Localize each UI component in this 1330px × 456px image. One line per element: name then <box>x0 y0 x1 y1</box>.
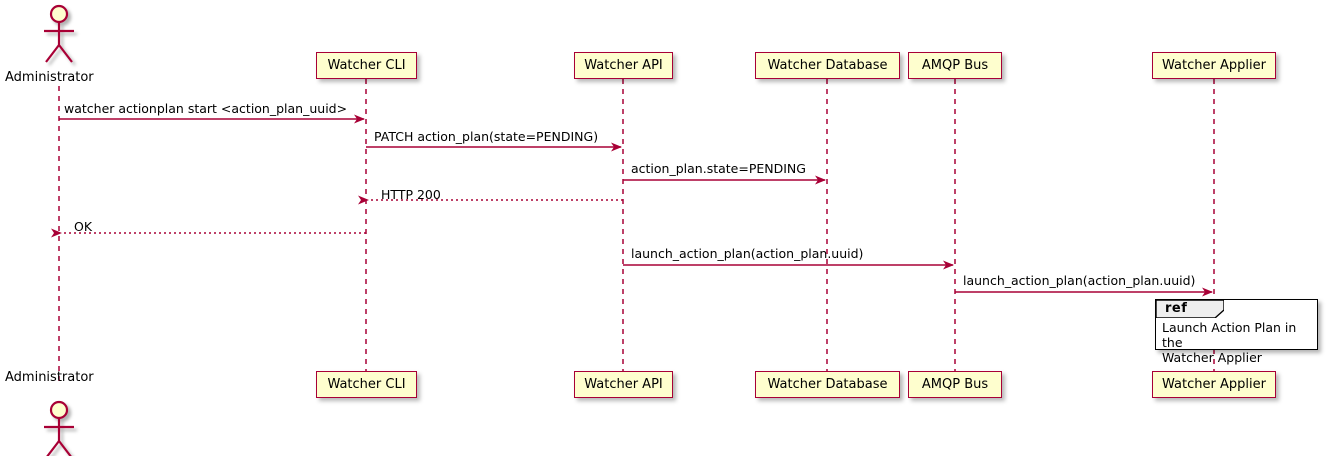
fragment-operator-label: ref <box>1165 301 1188 316</box>
participant-box-watcher-applier-bottom[interactable]: Watcher Applier <box>1152 371 1276 398</box>
participant-box-watcher-database-bottom[interactable]: Watcher Database <box>755 371 900 398</box>
participant-box-amqp-bus-bottom[interactable]: AMQP Bus <box>908 371 1002 398</box>
participant-box-watcher-applier-top[interactable]: Watcher Applier <box>1152 52 1276 79</box>
actor-leg-left <box>46 440 60 456</box>
actor-figures-group <box>44 4 74 456</box>
actor-leg-left <box>45 44 60 63</box>
fragment-tab-shape <box>1156 300 1224 318</box>
participant-box-watcher-cli-top[interactable]: Watcher CLI <box>316 52 417 79</box>
actor-label-administrator-bottom: Administrator <box>5 370 94 385</box>
message-arrows-group <box>51 114 1213 297</box>
actor-leg-right <box>58 440 72 456</box>
message-label-msg-launch-action-plan-api-to-bus: launch_action_plan(action_plan.uuid) <box>631 246 864 261</box>
participant-box-amqp-bus-top[interactable]: AMQP Bus <box>908 52 1002 79</box>
actor-label-administrator-top: Administrator <box>5 70 94 85</box>
message-label-msg-ok: OK <box>74 219 93 234</box>
actor-figure-administrator-top <box>44 4 74 63</box>
participant-box-watcher-api-bottom[interactable]: Watcher API <box>574 371 673 398</box>
message-label-msg-patch-action-plan: PATCH action_plan(state=PENDING) <box>374 129 599 144</box>
participant-box-watcher-database-top[interactable]: Watcher Database <box>755 52 900 79</box>
participant-box-watcher-api-top[interactable]: Watcher API <box>574 52 673 79</box>
participant-box-watcher-cli-bottom[interactable]: Watcher CLI <box>316 371 417 398</box>
message-label-msg-http-200: HTTP 200 <box>381 187 441 202</box>
actor-head <box>49 4 69 24</box>
actor-leg-right <box>58 44 73 63</box>
message-label-msg-launch-action-plan-bus-to-applier: launch_action_plan(action_plan.uuid) <box>963 273 1196 288</box>
actor-figure-administrator-bottom <box>44 400 74 456</box>
fragment-body-text: Launch Action Plan in the Watcher Applie… <box>1162 320 1297 365</box>
fragment-operator-tab <box>1156 300 1224 318</box>
lifelines-group <box>58 79 1215 382</box>
message-label-msg-actionplan-start: watcher actionplan start <action_plan_uu… <box>64 101 348 116</box>
actor-head <box>49 400 69 420</box>
message-label-msg-state-pending: action_plan.state=PENDING <box>631 161 806 176</box>
